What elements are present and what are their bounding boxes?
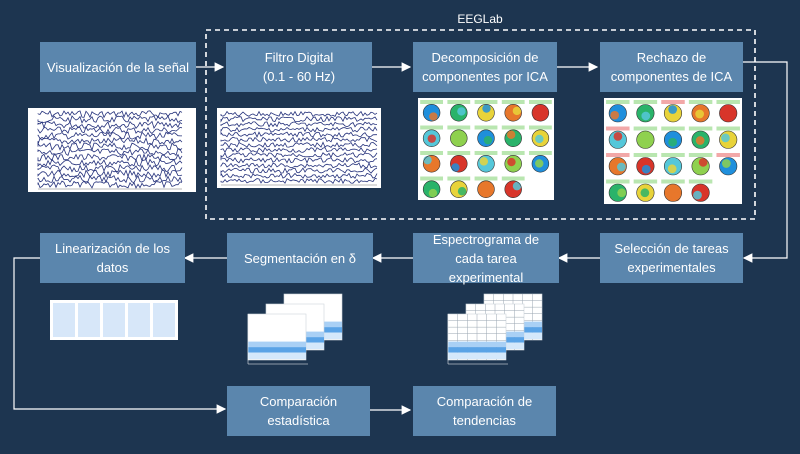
step-decomposicion: Decomposición de componentes por ICA: [413, 42, 557, 92]
eeglab-label: EEGLab: [457, 12, 503, 26]
step-filtro-line2: (0.1 - 60 Hz): [262, 69, 336, 84]
arrow-rechazo-seleccion: [742, 61, 788, 263]
step-comparacion-estadistica: Comparación estadística: [227, 386, 370, 436]
step-seleccion-label: Selección de tareas experimentales: [614, 241, 729, 275]
3d-grid-spectrogram-icon: [447, 293, 543, 365]
filtered-eeg-icon: [217, 108, 381, 188]
step-rechazo: Rechazo de componentes de ICA: [600, 42, 743, 92]
step-espectrograma-label: Espectrograma de cada tarea experimental: [432, 231, 540, 285]
step-comparacion-tendencias-label: Comparación de tendencias: [436, 394, 533, 428]
step-visualizacion-label: Visualización de la señal: [46, 59, 190, 75]
step-comparacion-tendencias: Comparación de tendencias: [413, 386, 556, 436]
eeg-signal-icon: [28, 108, 196, 192]
step-filtro: Filtro Digital (0.1 - 60 Hz): [226, 42, 372, 92]
stacked-spectrogram-icon: [247, 293, 343, 365]
step-segmentacion: Segmentación en δ: [227, 233, 373, 283]
ica-rejection-icon: [604, 98, 742, 204]
eeglab-group: [205, 29, 756, 220]
step-comparacion-estadistica-label: Comparación estadística: [259, 394, 338, 428]
step-espectrograma: Espectrograma de cada tarea experimental: [413, 232, 559, 285]
step-visualizacion: Visualización de la señal: [40, 42, 196, 92]
arrow-linearizacion-comparacion: [13, 257, 227, 414]
step-linearizacion: Linearización de los datos: [40, 233, 185, 283]
step-seleccion: Selección de tareas experimentales: [600, 233, 743, 283]
linearized-blocks-icon: [50, 300, 178, 340]
step-rechazo-label: Rechazo de componentes de ICA: [610, 50, 733, 84]
step-filtro-line1: Filtro Digital: [264, 50, 334, 65]
step-segmentacion-label: Segmentación en δ: [243, 250, 357, 266]
ica-topomap-icon: [418, 98, 554, 200]
step-decomposicion-label: Decomposición de componentes por ICA: [422, 50, 548, 84]
step-linearizacion-label: Linearización de los datos: [55, 241, 170, 275]
